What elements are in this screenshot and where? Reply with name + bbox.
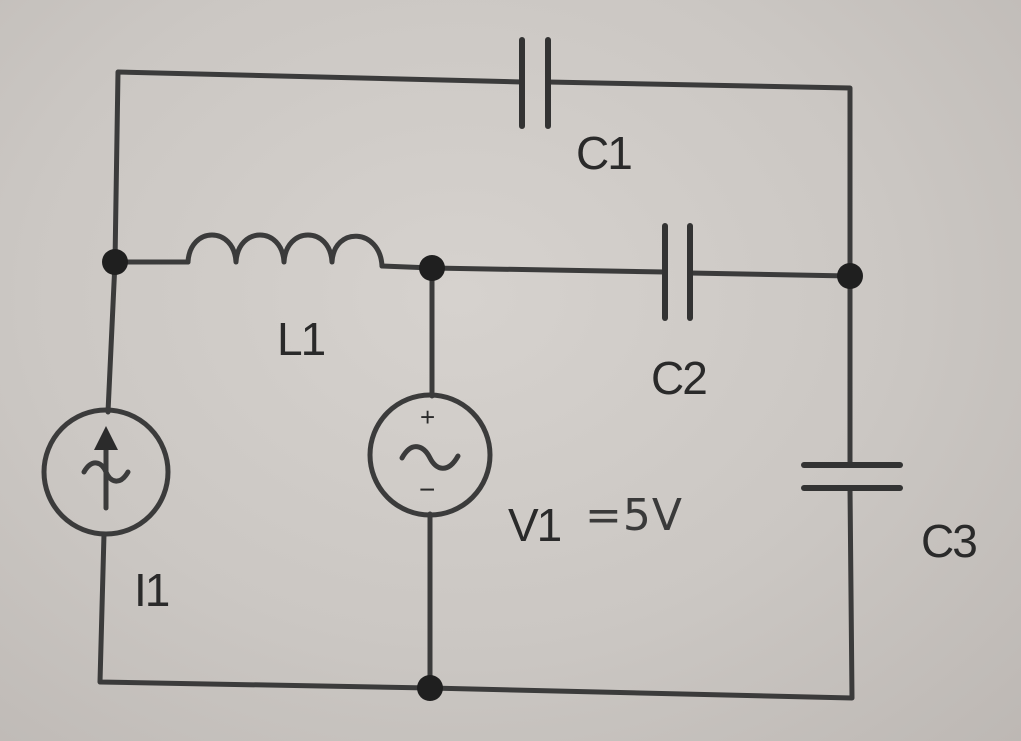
capacitor-c3 — [801, 462, 903, 491]
capacitor-c2 — [662, 223, 693, 321]
wire-middle — [112, 259, 853, 279]
v1-minus-mark: − — [419, 474, 436, 505]
v1-plus-mark: + — [420, 402, 436, 432]
wire-left — [97, 259, 433, 691]
label-l1: L1 — [277, 313, 326, 365]
label-c1: C1 — [576, 127, 633, 179]
wire-center — [427, 265, 435, 691]
inductor-l1 — [185, 232, 385, 269]
label-v1-value: =5V — [585, 490, 683, 541]
voltage-source-v1 — [367, 392, 493, 518]
wire-top — [112, 69, 853, 279]
capacitor-c1 — [519, 37, 551, 129]
wire-right — [427, 273, 855, 701]
node-left — [102, 249, 128, 275]
current-source-i1 — [41, 407, 171, 537]
node-right — [837, 263, 863, 289]
label-v1: V1 — [508, 499, 562, 551]
label-c2: C2 — [651, 352, 708, 404]
label-i1: I1 — [134, 564, 170, 616]
label-c3: C3 — [921, 515, 978, 567]
node-center — [419, 255, 445, 281]
node-bottom — [417, 675, 443, 701]
